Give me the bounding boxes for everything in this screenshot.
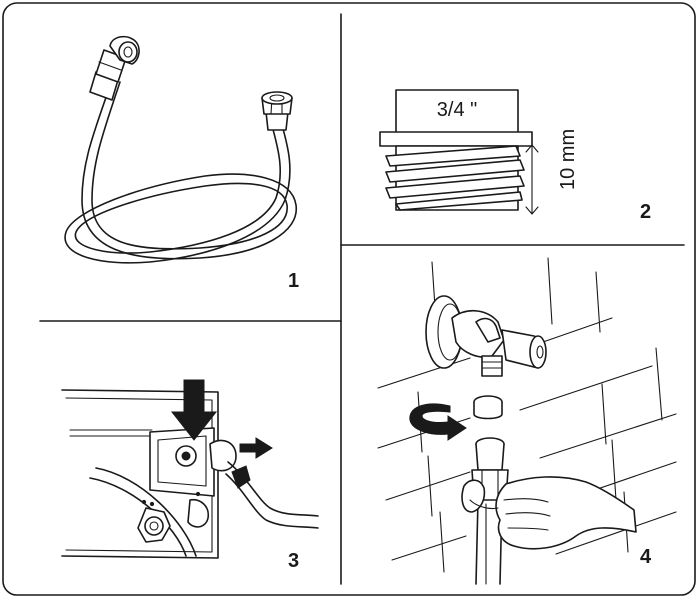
- thread-fitting-icon: [379, 89, 539, 215]
- panel-1-number: 1: [288, 270, 299, 292]
- water-hose-icon: [64, 35, 297, 264]
- tap-connection-icon: [377, 257, 677, 585]
- machine-inlet-connection-icon: [61, 379, 319, 559]
- panel-3-number: 3: [288, 550, 299, 572]
- panel-2-number: 2: [640, 201, 651, 223]
- thread-size-label: 3/4 ": [437, 99, 477, 121]
- thread-length-label: 10 mm: [557, 129, 579, 190]
- panel-4-number: 4: [640, 546, 652, 568]
